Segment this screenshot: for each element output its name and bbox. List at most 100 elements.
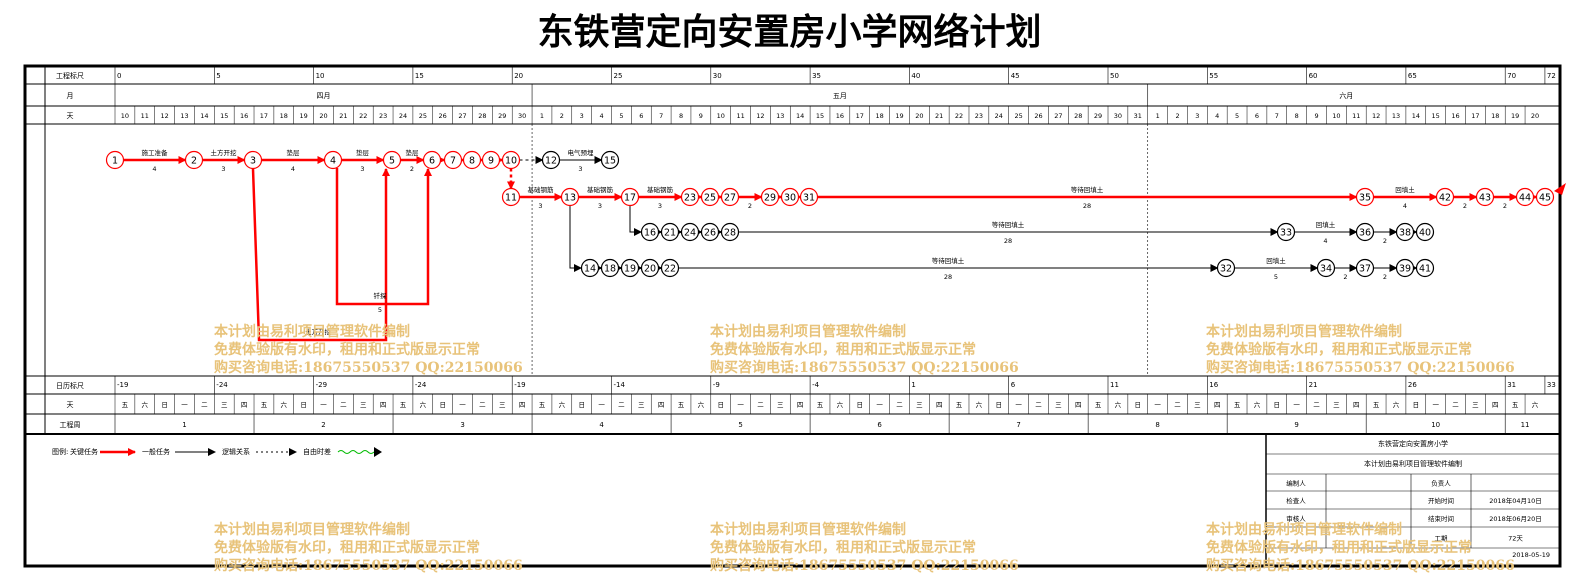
day-label: 24: [399, 112, 407, 120]
event-node: [443, 150, 463, 170]
work-week-label: 7: [1016, 421, 1020, 429]
watermark-line-1: 本计划由易利项目管理软件编制: [1206, 521, 1402, 538]
day-label: 12: [1372, 112, 1380, 120]
scale-top-label: 45: [1011, 72, 1020, 80]
branch-arrow: [569, 205, 582, 272]
weekday-label: 二: [1174, 401, 1181, 409]
activity-label: 基础钢筋: [647, 185, 674, 194]
event-node-label: 13: [564, 193, 576, 204]
event-node: [700, 187, 720, 207]
event-node-label: 24: [684, 228, 696, 239]
weekday-label: 五: [261, 401, 268, 409]
event-node: [1355, 187, 1375, 207]
scale-top-label: 35: [812, 72, 821, 80]
work-week-label: 10: [1431, 421, 1440, 429]
day-label: 25: [419, 112, 427, 120]
day-label: 21: [339, 112, 347, 120]
weekday-label: 一: [459, 401, 466, 409]
event-node-label: 37: [1359, 264, 1371, 275]
activity-label: 5: [378, 306, 382, 314]
work-week-label: 5: [738, 421, 742, 429]
event-node-label: 41: [1419, 264, 1431, 275]
activity-label: 钎探: [374, 291, 388, 300]
info-cell: 编制人: [1286, 479, 1306, 488]
activity-label: 基础钢筋: [587, 185, 614, 194]
weekday-label: 三: [1055, 401, 1062, 409]
day-label: 5: [619, 112, 623, 120]
legend-float-arrowhead: [374, 447, 382, 457]
event-node-label: 6: [429, 156, 435, 167]
scale-top-label: 15: [415, 72, 424, 80]
day-label: 9: [1314, 112, 1318, 120]
legend-float-label: 自由时差: [303, 447, 331, 456]
scale-bottom-label: -9: [713, 381, 720, 389]
weekday-label: 日: [439, 401, 446, 409]
day-label: 14: [1412, 112, 1420, 120]
activity-duration: 3: [658, 202, 662, 210]
event-node: [580, 258, 600, 278]
weekday-label: 四: [1353, 401, 1360, 409]
weekday-label: 一: [320, 401, 327, 409]
info-note: 本计划由易利项目管理软件编制: [1364, 459, 1462, 468]
activity-duration: 28: [1083, 202, 1091, 210]
watermark-line-2: 免费体验版有水印，租用和正式版显示正常: [214, 539, 480, 556]
scale-top-label: 25: [614, 72, 623, 80]
event-node-label: 7: [450, 156, 456, 167]
weekday-label: 二: [1452, 401, 1459, 409]
day-label: 19: [895, 112, 903, 120]
day-label: 6: [1255, 112, 1259, 120]
weekday-label: 四: [1214, 401, 1221, 409]
event-node: [184, 150, 204, 170]
day-label: 17: [856, 112, 864, 120]
event-node: [600, 150, 620, 170]
event-node-label: 32: [1220, 264, 1232, 275]
row-label-month: 月: [67, 92, 74, 100]
row-label-work_scale: 工程标尺: [56, 71, 84, 80]
day-label: 20: [1531, 112, 1539, 120]
day-label: 13: [180, 112, 188, 120]
activity-label: 回填土: [1316, 220, 1336, 229]
weekday-label: 三: [360, 401, 367, 409]
event-node-label: 21: [664, 228, 676, 239]
activity-duration: 2: [410, 165, 414, 173]
day-label: 19: [300, 112, 308, 120]
scale-bottom-label: 31: [1507, 381, 1516, 389]
event-node-label: 10: [505, 156, 517, 167]
day-label: 29: [1094, 112, 1102, 120]
activity-label: 等待回填土: [992, 220, 1025, 229]
work-week-label: 9: [1294, 421, 1298, 429]
info-project-name: 东铁营定向安置房小学: [1378, 439, 1448, 448]
event-node: [422, 150, 442, 170]
day-label: 23: [975, 112, 983, 120]
activity-label: 回填土: [1395, 185, 1415, 194]
weekday-label: 三: [1472, 401, 1479, 409]
scale-bottom-label: -4: [812, 381, 820, 389]
watermark-line-3: 购买咨询电话:18675550537 QQ:22150066: [1206, 557, 1515, 574]
day-label: 1: [1156, 112, 1160, 120]
weekday-label: 六: [142, 400, 149, 409]
scale-top-label: 50: [1110, 72, 1119, 80]
month-label: 六月: [1339, 91, 1353, 100]
weekday-label: 五: [1373, 401, 1380, 409]
watermark: 本计划由易利项目管理软件编制免费体验版有水印，租用和正式版显示正常购买咨询电话:…: [214, 323, 1515, 574]
day-label: 26: [1034, 112, 1042, 120]
info-cell: 开始时间: [1428, 496, 1454, 505]
watermark-line-2: 免费体验版有水印，租用和正式版显示正常: [710, 539, 976, 556]
weekday-label: 日: [996, 401, 1003, 409]
activity-label: 回填土: [1266, 256, 1286, 265]
weekday-label: 五: [122, 401, 129, 409]
loop-arrow: [251, 168, 390, 342]
event-node-label: 38: [1399, 228, 1411, 239]
activity-label: 基础钢筋: [528, 185, 555, 194]
event-node-label: 16: [644, 228, 656, 239]
event-node-label: 19: [624, 264, 636, 275]
weekday-label: 一: [876, 401, 883, 409]
activity-label: 垫层: [287, 148, 301, 157]
weekday-label: 五: [678, 401, 685, 409]
event-node: [660, 258, 680, 278]
weekday-label: 五: [956, 401, 963, 409]
event-node-label: 1: [112, 156, 118, 167]
scale-top-label: 10: [316, 72, 325, 80]
activity-label: 电气预埋: [568, 148, 595, 157]
